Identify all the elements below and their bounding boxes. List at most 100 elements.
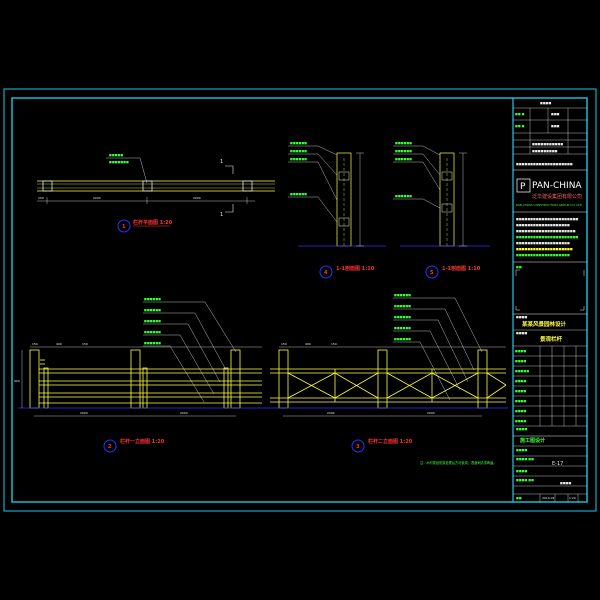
svg-text:■■■■■■: ■■■■■■: [144, 319, 161, 323]
svg-text:■■■■■■: ■■■■■■: [290, 192, 307, 196]
view-caption: 栏杆一立面图 1:20: [120, 438, 165, 445]
svg-text:■■■■■■■: ■■■■■■■: [109, 160, 129, 164]
view-caption: 1-1剖面图 1:10: [442, 265, 481, 272]
svg-text:■■■■■■: ■■■■■■: [144, 330, 161, 334]
title-block: ■■■■ ■■ ■ ■■■ ■■ ■ ■■■ ■■■■■■■■■■■ ■■■■■…: [512, 98, 587, 502]
outer-border: [3, 88, 597, 512]
elev1-height-dim: 900: [14, 379, 20, 383]
svg-text:■■■■■■: ■■■■■■: [290, 149, 307, 153]
svg-text:■■■■ ■■: ■■■■ ■■: [516, 457, 534, 461]
drawing-date: 2010.04: [542, 496, 554, 500]
view-number: 5: [430, 270, 434, 276]
svg-text:■■■■■■■■■■■■■■■■■■■■: ■■■■■■■■■■■■■■■■■■■■: [516, 162, 573, 166]
svg-text:■■■■■■: ■■■■■■: [394, 304, 411, 308]
view-caption: 栏杆二立面图 1:20: [368, 438, 413, 445]
elevation-2-view: 150 400 150 2000 2000 ■■■■■■ ■■■■■■ ■■■■…: [266, 293, 508, 453]
svg-text:■■■■■■: ■■■■■■: [394, 337, 411, 341]
design-stage: 施工图设计: [519, 437, 545, 444]
svg-text:■■■■■■: ■■■■■■: [290, 141, 307, 145]
svg-text:■■■■: ■■■■: [516, 469, 528, 473]
project-name: 某某风景园林设计: [522, 320, 567, 328]
svg-text:■■■■: ■■■■: [540, 101, 552, 105]
svg-text:■■■■■■: ■■■■■■: [395, 141, 412, 145]
view-number-circle: [117, 219, 131, 233]
svg-text:■■■■: ■■■■: [516, 448, 528, 452]
plan-dim: 2000: [93, 196, 101, 200]
svg-text:■■■■: ■■■■: [515, 399, 527, 403]
svg-text:■■■■■■: ■■■■■■: [395, 149, 412, 153]
svg-text:■■■■■■: ■■■■■■: [395, 157, 412, 161]
svg-text:■■■: ■■■: [551, 112, 560, 116]
svg-text:■■■■■: ■■■■■: [515, 369, 529, 373]
elev2-dim: 150: [281, 342, 287, 346]
section-a-view: ■■■■■■ ■■■■■■ ■■■■■■ ■■■■■■ 4 1-1剖面图 1:1…: [288, 141, 386, 279]
svg-text:■■■■■: ■■■■■: [109, 153, 123, 157]
svg-text:■■■■■■■■■■■■■■■■■■■■■■: ■■■■■■■■■■■■■■■■■■■■■■: [516, 217, 579, 221]
svg-text:■■■: ■■■: [551, 124, 560, 128]
view-number-circle: [351, 439, 365, 453]
view-caption: 1-1剖面图 1:10: [336, 265, 375, 272]
svg-text:■■■■■■: ■■■■■■: [144, 297, 161, 301]
svg-text:■■■■■■■■■■■■■■■■■■■■■: ■■■■■■■■■■■■■■■■■■■■■: [516, 229, 576, 233]
drawing-scale: 1:20: [569, 496, 576, 500]
svg-text:■■■■: ■■■■: [516, 427, 528, 431]
drawing-note: 注：木材需经防腐处理后方可使用，表面刷清漆两遍。: [420, 460, 497, 465]
svg-text:■■■■■■: ■■■■■■: [290, 157, 307, 161]
svg-text:■■■■■■: ■■■■■■: [144, 308, 161, 312]
cut-mark-top: 1: [220, 159, 223, 165]
svg-text:■■■■: ■■■■: [516, 315, 528, 319]
inner-border: [11, 97, 588, 503]
elev1-dim: 2000: [180, 411, 188, 415]
view-number: 1: [122, 224, 126, 230]
svg-text:■■ ■: ■■ ■: [515, 124, 525, 128]
view-number-circle: [425, 265, 439, 279]
svg-text:■■■■: ■■■■: [515, 349, 527, 353]
svg-text:■■■■■■■■■■■■■■■■■■■: ■■■■■■■■■■■■■■■■■■■: [516, 253, 570, 257]
company-logo-mark: P: [520, 182, 526, 192]
company-logo-icon: [516, 178, 531, 193]
svg-text:■■■■: ■■■■: [515, 379, 527, 383]
svg-text:■■■■■■: ■■■■■■: [394, 293, 411, 297]
elev2-dim: 150: [331, 342, 337, 346]
svg-text:■■: ■■: [516, 496, 522, 500]
svg-text:■■■■: ■■■■: [515, 359, 527, 363]
elev1-dim: 150: [32, 342, 38, 346]
view-number: 4: [324, 270, 328, 276]
svg-text:■■■■: ■■■■: [515, 409, 527, 413]
svg-text:■■■■■■■■■■■■■■■■■■■: ■■■■■■■■■■■■■■■■■■■: [516, 241, 570, 245]
plan-dim: 200: [38, 196, 44, 200]
plan-view: ■■■■■ ■■■■■■■ 200 2000 2000 1 1 1 栏杆平面图 …: [37, 153, 275, 233]
view-number: 2: [108, 444, 112, 450]
drawing-name: 景观栏杆: [539, 335, 563, 343]
elev1-dim: 150: [82, 342, 88, 346]
company-name-en: PAN-CHINA: [532, 181, 582, 191]
plan-dim: 2000: [193, 196, 201, 200]
elev1-dim: 2000: [80, 411, 88, 415]
view-number-circle: [319, 265, 333, 279]
svg-text:■■■■: ■■■■: [516, 331, 528, 335]
section-b-view: ■■■■■■ ■■■■■■ ■■■■■■ ■■■■■■ 5 1-1剖面图 1:1…: [393, 141, 490, 279]
svg-text:■■■■■■: ■■■■■■: [394, 326, 411, 330]
svg-text:■■■■■■■■■■■■■■■■■■■■■■: ■■■■■■■■■■■■■■■■■■■■■■: [516, 235, 579, 239]
svg-text:■■■■■■■■■■■: ■■■■■■■■■■■: [532, 142, 563, 146]
svg-text:■■■■■■: ■■■■■■: [394, 315, 411, 319]
svg-text:■■ ■: ■■ ■: [515, 112, 525, 116]
elev2-dim: 400: [305, 342, 311, 346]
drawing-number: E-17: [552, 461, 563, 467]
company-name-cn: 泛华建设集团有限公司: [532, 193, 582, 200]
elev1-dim: 400: [56, 342, 62, 346]
svg-text:■■■■■■■■■■■■■■■■■■■■: ■■■■■■■■■■■■■■■■■■■■: [516, 247, 573, 251]
svg-text:■■■■■■: ■■■■■■: [144, 341, 161, 345]
cut-mark-bottom: 1: [220, 212, 223, 218]
view-number-circle: [103, 439, 117, 453]
view-number: 3: [356, 444, 360, 450]
elev2-dim: 2000: [327, 411, 335, 415]
svg-text:■■■■: ■■■■: [515, 389, 527, 393]
elevation-1-view: 900 150 400 150 2000 2000 ■■■■■■ ■■■■■■ …: [14, 297, 266, 453]
svg-text:■■■■■■■■■■■■■■■■■■■: ■■■■■■■■■■■■■■■■■■■: [516, 223, 570, 227]
company-name-sub: PAN-CHINA CONSTRUCTION GROUP CO.,LTD: [516, 203, 583, 207]
view-caption: 栏杆平面图 1:20: [133, 219, 173, 226]
svg-text:■■■■■■■■■: ■■■■■■■■■: [532, 149, 558, 153]
svg-text:■■■■: ■■■■: [515, 419, 527, 423]
